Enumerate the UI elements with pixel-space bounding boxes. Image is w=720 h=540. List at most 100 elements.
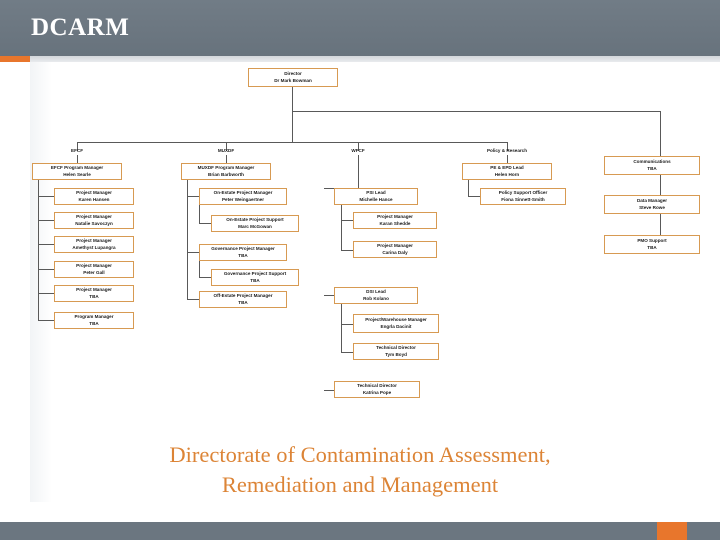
org-node-muxdf-child-3[interactable]: Governance Project Manager TBA	[199, 244, 287, 261]
node-name: TBA	[647, 244, 657, 250]
connector-policy-rail	[468, 180, 469, 196]
node-title: DSI Lead	[366, 288, 386, 294]
org-node-director[interactable]: Director Dr Mark Bowman	[248, 68, 338, 87]
org-node-support-pmo[interactable]: PMO Support TBA	[604, 235, 700, 254]
connector-efcf-child-1	[38, 196, 54, 197]
node-name: TBA	[647, 165, 657, 171]
branch-label-efcf: EFCF	[71, 148, 83, 153]
node-title: Program Manager	[74, 313, 114, 319]
connector-dsi-child-1	[341, 324, 353, 325]
org-node-efcf-head[interactable]: EFCF Program Manager Helen Searle	[32, 163, 122, 180]
branch-label-wfcf: WFCF	[351, 148, 365, 153]
node-title: Off-Estate Project Manager	[213, 292, 273, 298]
node-name: Engrla Dacinit	[380, 323, 412, 329]
node-title: Project Manager	[76, 286, 112, 292]
connector-muxdf-stem	[226, 155, 227, 163]
org-node-efcf-child-3[interactable]: Project Manager Amethyst Lupangra	[54, 236, 134, 253]
node-name: TBA	[238, 299, 248, 305]
node-title: EFCF Program Manager	[50, 164, 104, 170]
connector-muxdf-child-2	[199, 223, 211, 224]
connector-dsi-child-2	[341, 352, 353, 353]
node-name: Rob Kolano	[363, 295, 389, 301]
org-node-efcf-child-5[interactable]: Project Manager TBA	[54, 285, 134, 302]
header-accent-bar	[0, 56, 30, 62]
connector-root-stem	[292, 87, 293, 142]
connector-dsi-rail	[341, 304, 342, 352]
node-title: Project Manager	[76, 189, 112, 195]
node-name: Peter Gall	[83, 269, 105, 275]
connector-wfcf-stem	[358, 155, 359, 188]
header-underline	[30, 56, 720, 62]
connector-muxdf-child-3	[187, 252, 199, 253]
node-title: Governance Project Support	[223, 270, 287, 276]
node-name: Karan Shedde	[379, 220, 411, 226]
node-title: Policy Support Officer	[498, 189, 548, 195]
connector-main-spine	[77, 142, 507, 143]
slide-headline: Directorate of Contamination Assessment,…	[60, 440, 660, 499]
connector-efcf-rail	[38, 180, 39, 321]
org-node-wfcf-child-1[interactable]: Project Manager Karan Shedde	[353, 212, 437, 229]
org-node-efcf-child-1[interactable]: Project Manager Karen Hansen	[54, 188, 134, 205]
node-name: Amethyst Lupangra	[72, 244, 116, 250]
connector-psi-rail	[341, 205, 342, 250]
headline-line-2: Remediation and Management	[221, 471, 499, 497]
branch-label-policy: Policy & Research	[486, 148, 528, 153]
node-name: TBA	[250, 277, 260, 283]
org-node-muxdf-child-4[interactable]: Governance Project Support TBA	[211, 269, 299, 286]
connector-muxdf-sub-rail-2	[199, 261, 200, 277]
org-node-policy-head[interactable]: PE & EPD Lead Helen Horn	[462, 163, 552, 180]
connector-drop-efcf	[77, 142, 78, 151]
org-node-wfcf-dsi-lead[interactable]: DSI Lead Rob Kolano	[334, 287, 418, 304]
footer-accent-block	[657, 522, 687, 540]
connector-right-drop	[660, 111, 661, 167]
org-node-support-data-manager[interactable]: Data Manager Steve Rowe	[604, 195, 700, 214]
node-title: Project Manager	[377, 213, 413, 219]
connector-drop-policy	[507, 142, 508, 151]
org-node-wfcf-child-4[interactable]: Technical Director Tym Boyd	[353, 343, 439, 360]
node-title: MUXDF Program Manager	[197, 164, 255, 170]
node-name: Tym Boyd	[385, 351, 407, 357]
org-node-policy-child-1[interactable]: Policy Support Officer Fiona Sinnett-Smi…	[480, 188, 566, 205]
node-title: Project Manager	[377, 242, 413, 248]
connector-wfcf-to-psi	[324, 188, 334, 189]
org-node-support-communications[interactable]: Communications TBA	[604, 156, 700, 175]
org-node-muxdf-child-2[interactable]: On-Estate Project Support Marc McGowan	[211, 215, 299, 232]
node-name: Helen Searle	[63, 171, 91, 177]
connector-policy-child-1	[468, 196, 480, 197]
connector-efcf-child-5	[38, 293, 54, 294]
node-title: PE & EPD Lead	[490, 164, 524, 170]
connector-psi-child-2	[341, 250, 353, 251]
node-name: Fiona Sinnett-Smith	[501, 196, 545, 202]
org-node-muxdf-child-1[interactable]: On-Estate Project Manager Peter Weingaer…	[199, 188, 287, 205]
node-name: Brian Barbworth	[208, 171, 244, 177]
connector-top-spine	[292, 111, 660, 112]
org-node-wfcf-child-3[interactable]: Project/Warehouse Manager Engrla Dacinit	[353, 314, 439, 333]
node-title: Governance Project Manager	[211, 245, 275, 251]
node-name: TBA	[89, 293, 99, 299]
connector-efcf-child-6	[38, 320, 54, 321]
org-node-muxdf-child-5[interactable]: Off-Estate Project Manager TBA	[199, 291, 287, 308]
node-title: Communications	[633, 158, 671, 164]
node-name: Michelle Hance	[359, 196, 393, 202]
org-node-wfcf-child-2[interactable]: Project Manager Carina Daly	[353, 241, 437, 258]
connector-efcf-stem	[77, 155, 78, 163]
connector-drop-wfcf	[358, 142, 359, 151]
node-name: TBA	[89, 320, 99, 326]
node-title: Project Manager	[76, 237, 112, 243]
node-title: PMO Support	[637, 237, 667, 243]
page-title: DCARM	[31, 14, 130, 41]
org-node-efcf-child-2[interactable]: Project Manager Natalie Savoczyn	[54, 212, 134, 229]
org-node-efcf-child-6[interactable]: Program Manager TBA	[54, 312, 134, 329]
node-name: Marc McGowan	[238, 223, 272, 229]
org-node-muxdf-head[interactable]: MUXDF Program Manager Brian Barbworth	[181, 163, 271, 180]
org-node-efcf-child-4[interactable]: Project Manager Peter Gall	[54, 261, 134, 278]
node-name: TBA	[238, 252, 248, 258]
connector-wfcf-to-techdir	[324, 390, 334, 391]
node-title: Project Manager	[76, 262, 112, 268]
node-name: Peter Weingaertner	[221, 196, 265, 202]
connector-psi-child-1	[341, 220, 353, 221]
connector-wfcf-to-dsi	[324, 295, 334, 296]
org-node-wfcf-child-5[interactable]: Technical Director Katrina Pope	[334, 381, 420, 398]
connector-efcf-child-4	[38, 269, 54, 270]
org-node-wfcf-psi-lead[interactable]: PSI Lead Michelle Hance	[334, 188, 418, 205]
